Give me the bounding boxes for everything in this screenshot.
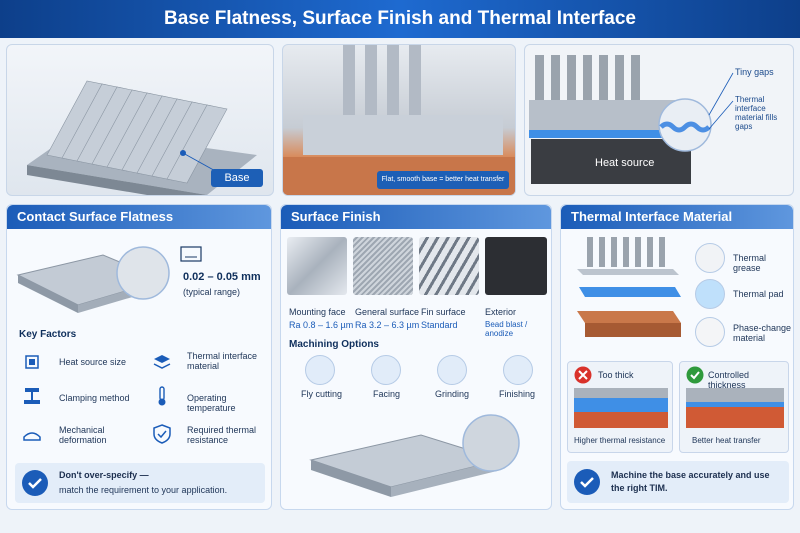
gap-diagram-photo: Tiny gaps Thermal interface material fil… xyxy=(524,44,794,196)
option-3: Finishing xyxy=(499,389,536,399)
tim-heading: Thermal Interface Material xyxy=(561,205,793,229)
material-0: Thermal grease xyxy=(733,253,767,273)
material-1: Thermal pad xyxy=(733,289,784,299)
factor-heat-source-size: Heat source size xyxy=(59,357,127,367)
heatsink-photo: Base xyxy=(6,44,274,196)
option-0: Fly cutting xyxy=(301,389,343,399)
tim-section: Thermal Interface Material Thermal greas… xyxy=(560,204,794,510)
factor-deformation: Mechanical deformation xyxy=(59,425,107,445)
controlled-panel: Controlled thickness Better heat transfe… xyxy=(679,361,789,453)
finish-heading: Surface Finish xyxy=(281,205,551,229)
flatness-symbol-icon xyxy=(180,246,202,262)
heatsink-illustration xyxy=(27,80,257,195)
machining-options-title: Machining Options xyxy=(289,339,379,350)
swatch-name-0: Mounting face xyxy=(289,307,346,317)
deformation-icon xyxy=(23,432,41,441)
phase-change-icon xyxy=(695,317,725,347)
base-label: Base xyxy=(211,169,263,187)
fly-cutting-icon xyxy=(305,355,335,385)
base-contact-photo: Flat, smooth base = better heat transfer xyxy=(282,44,516,196)
tim-fills-label: Thermal interface material fills gaps xyxy=(735,95,778,131)
check-circle-icon xyxy=(22,470,48,496)
page-title: Base Flatness, Surface Finish and Therma… xyxy=(0,0,800,38)
shield-check-icon xyxy=(153,424,171,444)
option-1: Facing xyxy=(373,389,401,399)
option-2: Grinding xyxy=(435,389,470,399)
finishing-icon xyxy=(503,355,533,385)
swatch-fin-surface xyxy=(419,237,479,295)
thermometer-icon xyxy=(158,386,166,406)
facing-icon xyxy=(371,355,401,385)
flatness-section: Contact Surface Flatness 0.02 – 0.05 mm … xyxy=(6,204,272,510)
too-thick-panel: Too thick Higher thermal resistance xyxy=(567,361,673,453)
layers-icon xyxy=(153,355,171,369)
flatness-note-box: Don't over-specify — match the requireme… xyxy=(15,463,265,503)
heat-source-label: Heat source xyxy=(595,157,655,169)
tim-stack-illustration xyxy=(577,237,681,337)
flat-plate-illustration xyxy=(16,246,170,313)
swatch-exterior xyxy=(485,237,547,295)
swatch-general-surface xyxy=(353,237,413,295)
thermal-grease-icon xyxy=(695,243,725,273)
material-2: Phase-change material xyxy=(733,323,792,343)
flatness-range: 0.02 – 0.05 mm xyxy=(183,271,261,283)
swatch-spec-2: Standard xyxy=(421,320,458,330)
tim-note-box: Machine the base accurately and use the … xyxy=(567,461,789,503)
factor-resistance: Required thermal resistance xyxy=(187,425,257,445)
thermal-pad-icon xyxy=(695,279,725,309)
swatch-spec-0: Ra 0.8 – 1.6 µm xyxy=(289,320,354,330)
chip-icon xyxy=(25,355,39,369)
flatness-range-note: (typical range) xyxy=(183,287,241,297)
clamp-icon xyxy=(24,388,40,404)
key-factors-title: Key Factors xyxy=(19,329,77,340)
check-icon xyxy=(686,366,704,384)
check-circle-icon xyxy=(574,469,600,495)
swatch-name-3: Exterior xyxy=(485,307,517,317)
flatness-heading: Contact Surface Flatness xyxy=(7,205,271,229)
finish-section: Surface Finish Mounting face Ra 0.8 – 1.… xyxy=(280,204,552,510)
gap-diagram xyxy=(529,55,734,184)
controlled-label: Controlled thickness xyxy=(708,370,750,390)
note-title: Don't over-specify — xyxy=(59,470,149,480)
swatch-spec-1: Ra 3.2 – 6.3 µm xyxy=(355,320,420,330)
factor-tim: Thermal interface material xyxy=(187,351,258,371)
tim-note: Machine the base accurately and use the … xyxy=(611,470,770,493)
higher-resistance-label: Higher thermal resistance xyxy=(574,436,666,445)
smooth-base-label: Flat, smooth base = better heat transfer xyxy=(377,171,509,189)
swatch-spec-3: Bead blast / anodize xyxy=(485,320,528,338)
factor-temperature: Operating temperature xyxy=(187,393,236,413)
tiny-gaps-label: Tiny gaps xyxy=(735,67,774,77)
factor-clamping: Clamping method xyxy=(59,393,130,403)
swatch-name-2: Fin surface xyxy=(421,307,466,317)
grinding-icon xyxy=(437,355,467,385)
x-circle-icon xyxy=(574,366,592,384)
swatch-name-1: General surface xyxy=(355,307,420,317)
note-body: match the requirement to your applicatio… xyxy=(59,485,228,495)
too-thick-label: Too thick xyxy=(598,370,634,380)
finished-heatsink-illustration xyxy=(309,414,520,497)
too-thick-cross-section xyxy=(574,388,668,428)
swatch-mounting-face xyxy=(287,237,347,295)
better-transfer-label: Better heat transfer xyxy=(692,436,761,445)
controlled-cross-section xyxy=(686,388,784,428)
